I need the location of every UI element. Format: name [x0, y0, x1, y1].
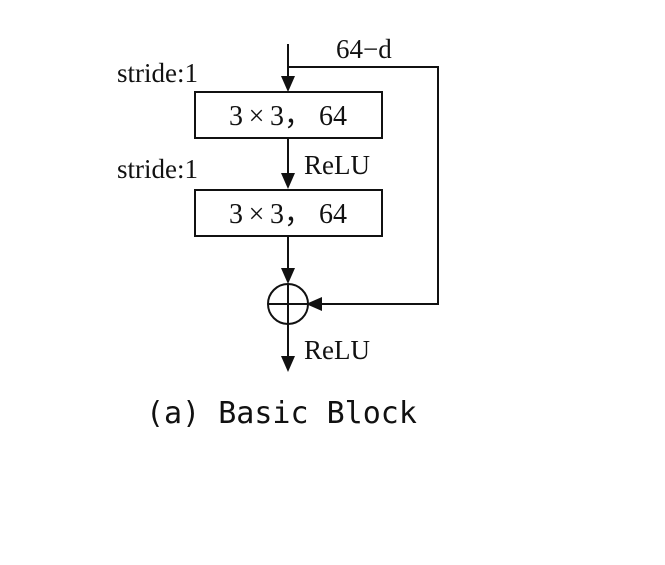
shortcut-arrowhead — [306, 297, 322, 311]
to-adder-arrowhead — [281, 268, 295, 284]
conv-box-2-label: 3 × 3， 64 — [229, 199, 347, 230]
shortcut-line — [288, 66, 439, 305]
conv-box-1 — [194, 91, 383, 139]
output-arrowhead — [281, 356, 295, 372]
relu-label-2: ReLU — [304, 335, 370, 365]
middle-arrowhead — [281, 173, 295, 189]
input-arrowhead — [281, 76, 295, 92]
caption: (a) Basic Block — [146, 396, 417, 431]
adder-plus-icon — [267, 283, 309, 325]
shortcut-label: 64−d — [336, 34, 392, 64]
conv-box-1-label: 3 × 3， 64 — [229, 101, 347, 132]
stride-label-2: stride:1 — [117, 154, 198, 184]
relu-label-1: ReLU — [304, 150, 370, 180]
stride-label-1: stride:1 — [117, 58, 198, 88]
